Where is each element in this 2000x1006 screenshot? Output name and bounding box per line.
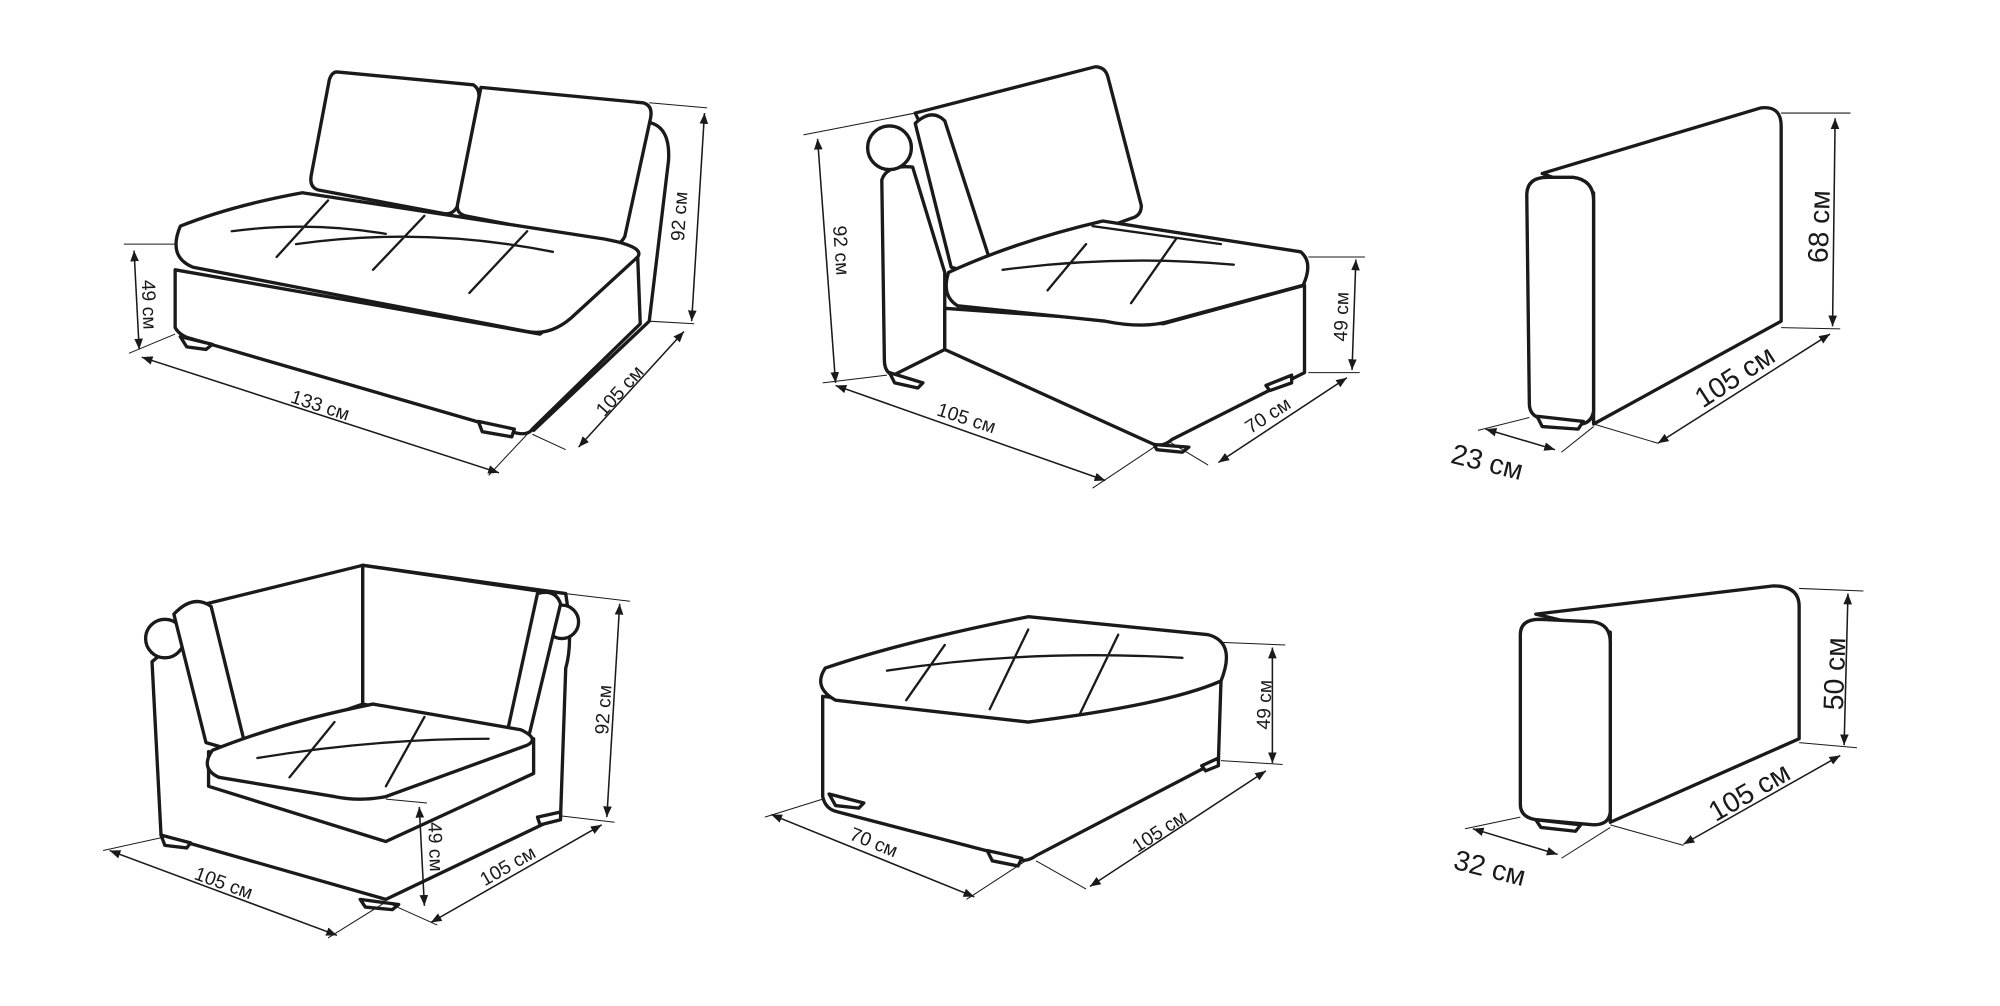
corner-section: 92 см 105 см 105 см 49 см <box>103 563 631 939</box>
seat-height-label: 49 см <box>423 822 446 872</box>
height-label: 92 см <box>668 191 692 242</box>
width-label: 133 см <box>288 387 352 426</box>
thickness-label: 32 см <box>1451 843 1529 892</box>
thickness-label: 23 см <box>1448 437 1526 486</box>
seat-height-label: 49 см <box>137 280 160 330</box>
height-label: 92 см <box>592 684 616 735</box>
height-label: 68 см <box>1801 190 1836 264</box>
seat-height-label: 49 см <box>1331 292 1354 342</box>
armless-chair: 92 см 105 см 70 см 49 см <box>803 65 1365 489</box>
width-label: 105 см <box>934 400 998 439</box>
armrest: 50 см 105 см 32 см <box>1451 584 1864 892</box>
length-label: 105 см <box>1129 807 1191 857</box>
height-label: 49 см <box>1254 680 1277 730</box>
two-seat-section: 49 см 133 см 105 см 92 см <box>123 70 709 476</box>
height-label: 92 см <box>828 225 852 276</box>
ottoman: 49 см 70 см 105 см <box>764 615 1286 900</box>
depth-label: 105 см <box>592 362 648 421</box>
height-label: 50 см <box>1817 637 1852 711</box>
back-cushion-large: 68 см 105 см 23 см <box>1448 105 1851 486</box>
width-left-label: 105 см <box>191 864 255 904</box>
